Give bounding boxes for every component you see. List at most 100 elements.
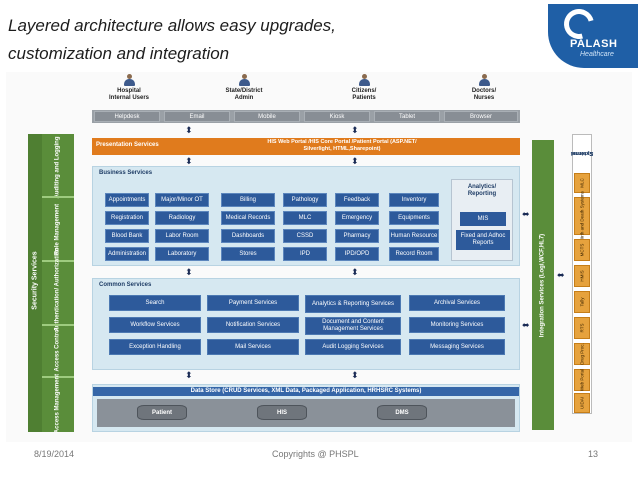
- mis-cell: MIS: [460, 212, 506, 226]
- business-cell: CSSD: [283, 229, 327, 243]
- business-cell: Dashboards: [221, 229, 275, 243]
- user-label: Hospital: [117, 88, 141, 94]
- divider: [42, 260, 74, 262]
- business-cell: Billing: [221, 193, 275, 207]
- external-system-label: Drug Proc.: [579, 343, 585, 365]
- database-patient-icon: Patient: [137, 405, 187, 420]
- external-system-label: UIDAI: [579, 396, 585, 410]
- external-system-item: Tally: [574, 291, 590, 313]
- slide-title: Layered architecture allows easy upgrade…: [8, 12, 528, 68]
- security-services-bar: [42, 134, 74, 432]
- common-cell: Workflow Services: [109, 317, 201, 333]
- common-cell: Messaging Services: [409, 339, 505, 355]
- business-cell: Pharmacy: [335, 229, 379, 243]
- logo-subtitle: Healthcare: [580, 51, 614, 58]
- divider: [42, 324, 74, 326]
- channel-tablet: Tablet: [374, 111, 440, 122]
- business-cell: Blood Bank: [105, 229, 149, 243]
- business-cell: Labor Room: [155, 229, 209, 243]
- business-cell: Equipments: [389, 211, 439, 225]
- business-cell: IPD: [283, 247, 327, 261]
- up-down-arrow-icon: ⬍: [351, 371, 359, 381]
- palash-logo: PALASH Healthcare: [548, 3, 638, 68]
- presentation-services-bar: Presentation Services HIS Web Portal /HI…: [92, 138, 520, 155]
- external-system-item: Web Portal: [574, 369, 590, 391]
- security-item-access-management: Access Management: [54, 373, 61, 434]
- external-system-label: Web Portal: [579, 368, 585, 392]
- footer-copyright: Copyrights @ PHSPL: [272, 449, 359, 459]
- person-icon: [478, 74, 491, 86]
- external-system-label: RTS: [579, 323, 585, 333]
- user-label: Patients: [352, 95, 376, 101]
- analytics-title-line: Analytics/: [467, 184, 497, 190]
- business-cell: Inventory: [389, 193, 439, 207]
- business-cell: MLC: [283, 211, 327, 225]
- title-line-2: customization and integration: [8, 44, 230, 63]
- business-cell: Registration: [105, 211, 149, 225]
- analytics-title: Analytics/ Reporting: [452, 184, 512, 198]
- fixed-adhoc-reports-cell: Fixed and Adhoc Reports: [456, 230, 510, 250]
- integration-services-label: Integration Services (Logi,WCF,HL7): [539, 233, 546, 338]
- presentation-text-line: HIS Web Portal /HIS Core Portal /Patient…: [267, 139, 417, 145]
- user-label: Admin: [234, 95, 254, 101]
- channel-mobile: Mobile: [234, 111, 300, 122]
- person-icon: [238, 74, 251, 86]
- channel-helpdesk: Helpdesk: [94, 111, 160, 122]
- user-label: Internal Users: [108, 95, 150, 101]
- common-cell: Audit Logging Services: [305, 339, 401, 355]
- external-system-item: RTS: [574, 317, 590, 339]
- business-services-title: Business Services: [99, 170, 153, 176]
- database-his-icon: HIS: [257, 405, 307, 420]
- common-cell: Notification Services: [207, 317, 299, 333]
- business-cell: Medical Records: [221, 211, 275, 225]
- common-cell: Document and Content Management Services: [305, 317, 401, 335]
- common-cell: Payment Services: [207, 295, 299, 311]
- data-store-title: Data Store (CRUD Services, XML Data, Pac…: [93, 387, 519, 396]
- person-icon: [358, 74, 371, 86]
- up-down-arrow-icon: ⬍: [351, 157, 359, 167]
- external-system-label: HMIS: [579, 270, 585, 282]
- up-down-arrow-icon: ⬍: [185, 126, 193, 136]
- up-down-arrow-icon: ⬍: [185, 268, 193, 278]
- common-cell: Archival Services: [409, 295, 505, 311]
- channel-kiosk: Kiosk: [304, 111, 370, 122]
- common-services-panel: Common Services Search Payment Services …: [92, 278, 520, 370]
- external-system-label: Birth and Death Systems: [579, 191, 585, 241]
- user-label: Citizens/: [351, 88, 377, 94]
- business-cell: Administration: [105, 247, 149, 261]
- up-down-arrow-icon: ⬍: [185, 371, 193, 381]
- divider: [42, 376, 74, 378]
- external-system-label: MLC: [579, 178, 585, 188]
- common-cell: Mail Services: [207, 339, 299, 355]
- database-dms-icon: DMS: [377, 405, 427, 420]
- user-group: Doctors/Nurses: [454, 74, 514, 102]
- user-label: State/District: [225, 88, 263, 94]
- business-cell: Major/Minor OT: [155, 193, 209, 207]
- business-cell: Appointments: [105, 193, 149, 207]
- business-cell: Laboratory: [155, 247, 209, 261]
- up-down-arrow-icon: ⬍: [351, 126, 359, 136]
- business-cell: Pathology: [283, 193, 327, 207]
- left-right-arrow-icon: ⬌: [522, 321, 530, 331]
- business-services-panel: Business Services Appointments Major/Min…: [92, 166, 520, 266]
- user-label: Nurses: [473, 95, 495, 101]
- presentation-portal-text: HIS Web Portal /HIS Core Portal /Patient…: [232, 139, 452, 152]
- database-row: Patient HIS DMS: [97, 399, 515, 427]
- analytics-reporting-box: Analytics/ Reporting MIS Fixed and Adhoc…: [451, 179, 513, 261]
- user-label: Doctors/: [471, 88, 497, 94]
- presentation-text-line: Silverlight, HTML,Sharepoint): [303, 145, 381, 152]
- footer-date: 8/19/2014: [34, 449, 75, 459]
- channel-email: Email: [164, 111, 230, 122]
- divider: [42, 196, 74, 198]
- data-store-panel: Data Store (CRUD Services, XML Data, Pac…: [92, 384, 520, 432]
- left-right-arrow-icon: ⬌: [557, 271, 565, 281]
- external-systems-box: MLC Birth and Death Systems MCTS HMIS Ta…: [572, 134, 592, 414]
- presentation-services-label: Presentation Services: [96, 142, 159, 148]
- business-cell: IPD/OPD: [335, 247, 379, 261]
